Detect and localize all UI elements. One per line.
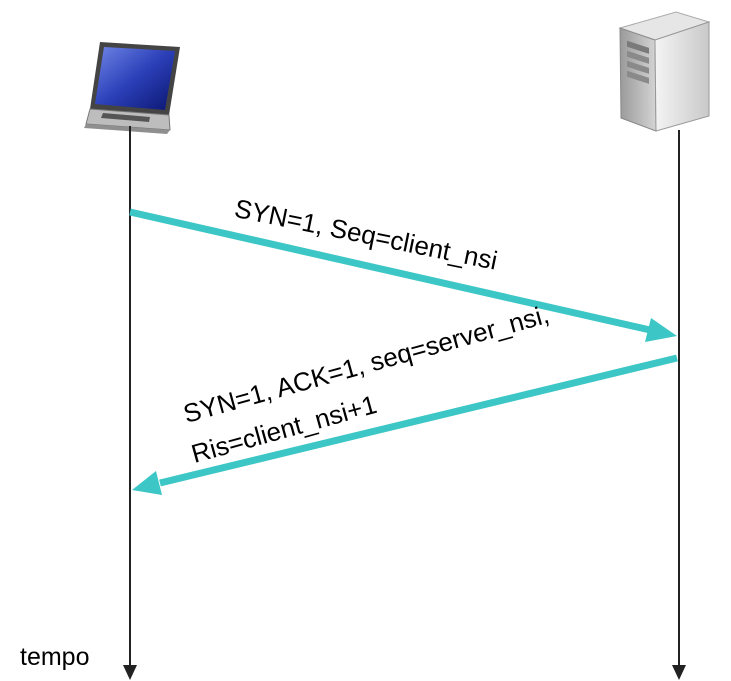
laptop-icon: [84, 42, 180, 134]
synack-arrowhead: [132, 471, 162, 495]
syn-arrowhead: [645, 318, 677, 342]
syn-arrow: [129, 208, 651, 334]
client-timeline-arrowhead: [123, 665, 137, 680]
synack-arrow: [159, 354, 678, 487]
server-timeline-arrowhead: [672, 665, 686, 680]
server-tower-icon: [618, 11, 711, 132]
server-drive-bays: [627, 40, 649, 84]
time-axis-label: tempo: [20, 643, 90, 671]
